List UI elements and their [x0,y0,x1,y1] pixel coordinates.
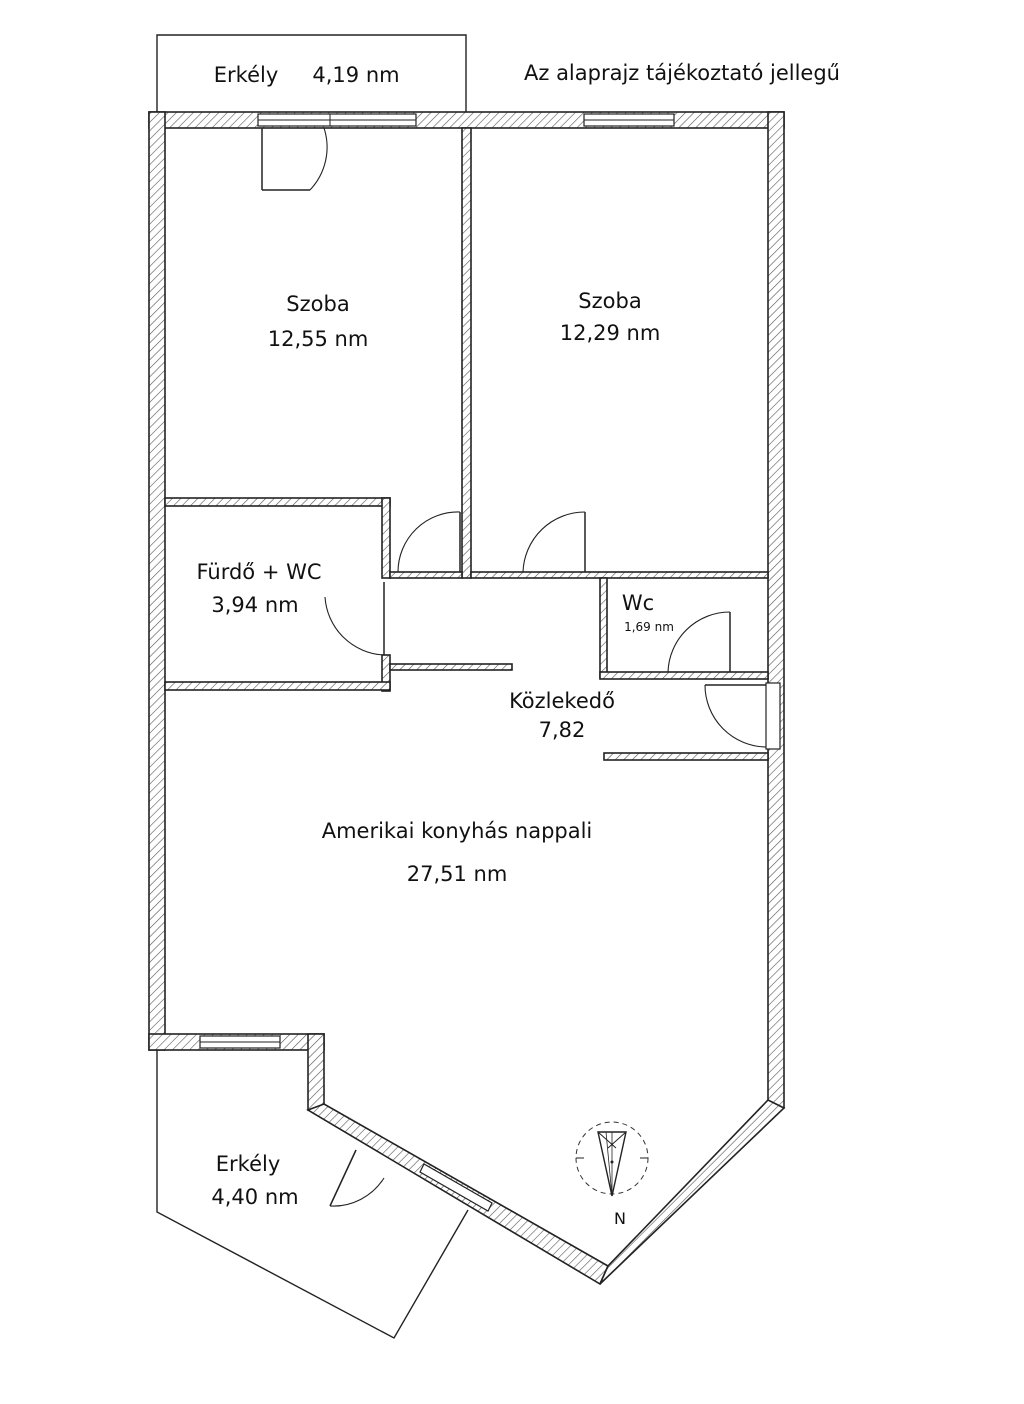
bathroom-area: 3,94 nm [211,593,298,617]
compass-icon: N [575,1121,649,1228]
wc-label: Wc [622,591,654,615]
door-room-left-balcony [261,127,328,191]
balcony-bottom-area: 4,40 nm [211,1185,298,1209]
disclaimer-note: Az alaprajz tájékoztató jellegű [524,61,840,85]
door-room-right [522,511,586,573]
door-room-left [397,511,461,573]
wc-area: 1,69 nm [624,620,674,634]
hallway-label: Közlekedő [509,689,615,713]
living-label: Amerikai konyhás nappali [322,819,593,843]
door-entrance [704,682,781,750]
door-wc [667,611,731,673]
interior-walls [164,127,769,761]
compass-north-label: N [614,1209,626,1228]
balcony-bottom [156,1050,469,1339]
balcony-top [156,34,467,112]
door-balcony-bottom [329,1149,385,1207]
balcony-bottom-label: Erkély [216,1152,281,1176]
room-right-label: Szoba [578,289,641,313]
hallway-area: 7,82 [539,718,586,742]
labels: Az alaprajz tájékoztató jellegű Erkély 4… [196,61,840,1209]
room-left-label: Szoba [286,292,349,316]
balcony-top-label: Erkély [214,63,279,87]
bathroom-label: Fürdő + WC [196,560,321,584]
doors [261,127,781,1207]
living-area: 27,51 nm [407,862,508,886]
room-left-area: 12,55 nm [268,327,369,351]
room-right-area: 12,29 nm [560,321,661,345]
windows [199,113,675,1212]
door-bathroom [324,582,385,656]
balcony-top-area: 4,19 nm [312,63,399,87]
